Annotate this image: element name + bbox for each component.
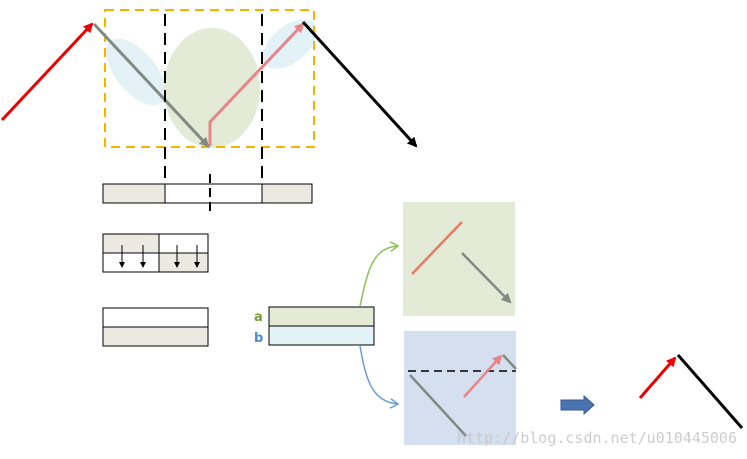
green-ellipse <box>164 28 260 148</box>
buffer-row-2 <box>102 233 209 273</box>
gray-arrow-in-green-box <box>461 252 512 304</box>
green-result-box <box>403 202 515 316</box>
label-a: a <box>254 310 263 325</box>
light-blue-ellipse-left <box>106 38 166 106</box>
gray-stub-in-blue-box <box>502 354 517 370</box>
final-result <box>638 354 744 429</box>
label-b: b <box>254 331 263 346</box>
blue-curved-arrow <box>359 345 398 404</box>
blue-result-box <box>404 331 517 445</box>
light-blue-ellipse-right <box>262 19 318 69</box>
buffer-row-1 <box>102 174 313 211</box>
ab-buffers: a b <box>254 246 398 404</box>
buffer-a <box>268 306 375 327</box>
watermark-text: http://blog.csdn.net/u010445006 <box>457 429 737 447</box>
gray-reflection-arrow <box>92 22 210 148</box>
right-block-arrow-icon <box>560 394 595 416</box>
orange-line <box>411 221 463 275</box>
buffer-row-3 <box>102 307 209 347</box>
top-scene <box>0 9 418 180</box>
yellow-dashed-box <box>104 9 315 148</box>
gray-line-in-blue-box <box>409 374 467 437</box>
final-red-arrow <box>638 356 677 399</box>
red-incoming-arrow <box>0 22 94 122</box>
buffer-b <box>268 325 375 346</box>
black-outgoing-arrow <box>301 20 418 148</box>
final-black-line <box>676 354 744 429</box>
pink-arrow-in-blue-box <box>463 354 503 398</box>
green-curved-arrow <box>359 246 398 307</box>
pink-arrow <box>208 22 305 146</box>
